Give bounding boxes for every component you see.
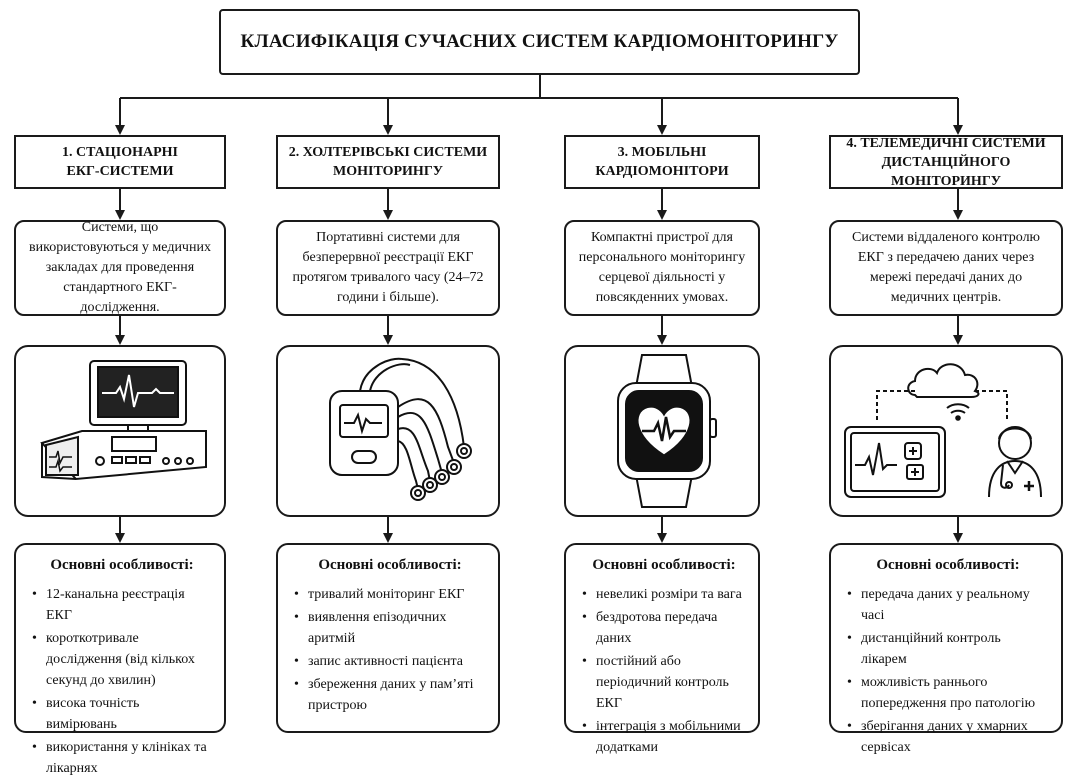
category-4-title-line-1: 4. ТЕЛЕМЕДИЧНІ СИСТЕМИ bbox=[846, 135, 1046, 151]
list-item: невеликі розміри та вага bbox=[582, 584, 746, 605]
list-item: можливість раннього попередження про пат… bbox=[847, 672, 1049, 714]
list-item: бездротова передача даних bbox=[582, 607, 746, 649]
list-item: 12-канальна реєстрація ЕКГ bbox=[32, 584, 212, 626]
list-item: дистанційний контроль лікарем bbox=[847, 628, 1049, 670]
category-2-title-line-1: 2. ХОЛТЕРІВСЬКІ СИСТЕМИ bbox=[288, 145, 488, 160]
category-1-title-line-2: ЕКГ-СИСТЕМИ bbox=[66, 164, 174, 179]
telemedicine-cloud-doctor-icon bbox=[829, 345, 1063, 517]
features-heading: Основні особливості: bbox=[592, 557, 736, 573]
category-3-header: 3. МОБІЛЬНІ КАРДІОМОНІТОРИ bbox=[564, 135, 760, 189]
connector-lines bbox=[115, 75, 963, 543]
category-1-title-line-1: 1. СТАЦІОНАРНІ bbox=[62, 145, 178, 160]
holter-monitor-icon bbox=[276, 345, 500, 517]
category-4-features: Основні особливості: передача даних у ре… bbox=[829, 543, 1063, 755]
smartwatch-heart-icon bbox=[564, 345, 760, 517]
category-3-title-line-1: 3. МОБІЛЬНІ bbox=[617, 145, 707, 160]
list-item: запис активності пацієнта bbox=[294, 651, 486, 672]
diagram-title: КЛАСИФІКАЦІЯ СУЧАСНИХ СИСТЕМ КАРДІОМОНІТ… bbox=[219, 9, 860, 75]
features-heading: Основні особливості: bbox=[876, 557, 1020, 573]
features-list: 12-канальна реєстрація ЕКГ короткотривал… bbox=[32, 584, 212, 779]
list-item: короткотривале дослідження (від кількох … bbox=[32, 628, 212, 691]
features-list: невеликі розміри та вага бездротова пере… bbox=[582, 584, 746, 758]
category-4-header: 4. ТЕЛЕМЕДИЧНІ СИСТЕМИ ДИСТАНЦІЙНОГО МОН… bbox=[829, 135, 1063, 189]
category-3-title-line-2: КАРДІОМОНІТОРИ bbox=[595, 164, 729, 179]
category-3-features: Основні особливості: невеликі розміри та… bbox=[564, 543, 760, 755]
list-item: використання у клініках та лікарнях bbox=[32, 737, 212, 779]
list-item: зберігання даних у хмарних сервісах bbox=[847, 716, 1049, 758]
list-item: збереження даних у пам’яті пристрою bbox=[294, 674, 486, 716]
features-heading: Основні особливості: bbox=[50, 557, 194, 573]
features-heading: Основні особливості: bbox=[318, 557, 462, 573]
category-2-title-line-2: МОНІТОРИНГУ bbox=[333, 164, 443, 179]
list-item: тривалий моніторинг ЕКГ bbox=[294, 584, 486, 605]
stationary-ecg-machine-icon bbox=[14, 345, 226, 517]
list-item: висока точність вимірювань bbox=[32, 693, 212, 735]
category-2-header: 2. ХОЛТЕРІВСЬКІ СИСТЕМИ МОНІТОРИНГУ bbox=[276, 135, 500, 189]
category-2-features: Основні особливості: тривалий моніторинг… bbox=[276, 543, 500, 733]
category-4-description: Системи віддаленого контролю ЕКГ з перед… bbox=[829, 220, 1063, 316]
category-1-header: 1. СТАЦІОНАРНІ ЕКГ-СИСТЕМИ bbox=[14, 135, 226, 189]
features-list: передача даних у реальному часі дистанці… bbox=[847, 584, 1049, 758]
category-3-description: Компактні пристрої для персонального мон… bbox=[564, 220, 760, 316]
list-item: постійний або періодичний контроль ЕКГ bbox=[582, 651, 746, 714]
features-list: тривалий моніторинг ЕКГ виявлення епізод… bbox=[294, 584, 486, 716]
list-item: інтеграція з мобільними додатками bbox=[582, 716, 746, 758]
category-4-title-line-2: ДИСТАНЦІЙНОГО МОНІТОРИНГУ bbox=[881, 154, 1011, 189]
list-item: передача даних у реальному часі bbox=[847, 584, 1049, 626]
category-1-description: Системи, що використовуються у медичних … bbox=[14, 220, 226, 316]
category-2-description: Портативні системи для безперервної реєс… bbox=[276, 220, 500, 316]
category-1-features: Основні особливості: 12-канальна реєстра… bbox=[14, 543, 226, 776]
list-item: виявлення епізодичних аритмій bbox=[294, 607, 486, 649]
